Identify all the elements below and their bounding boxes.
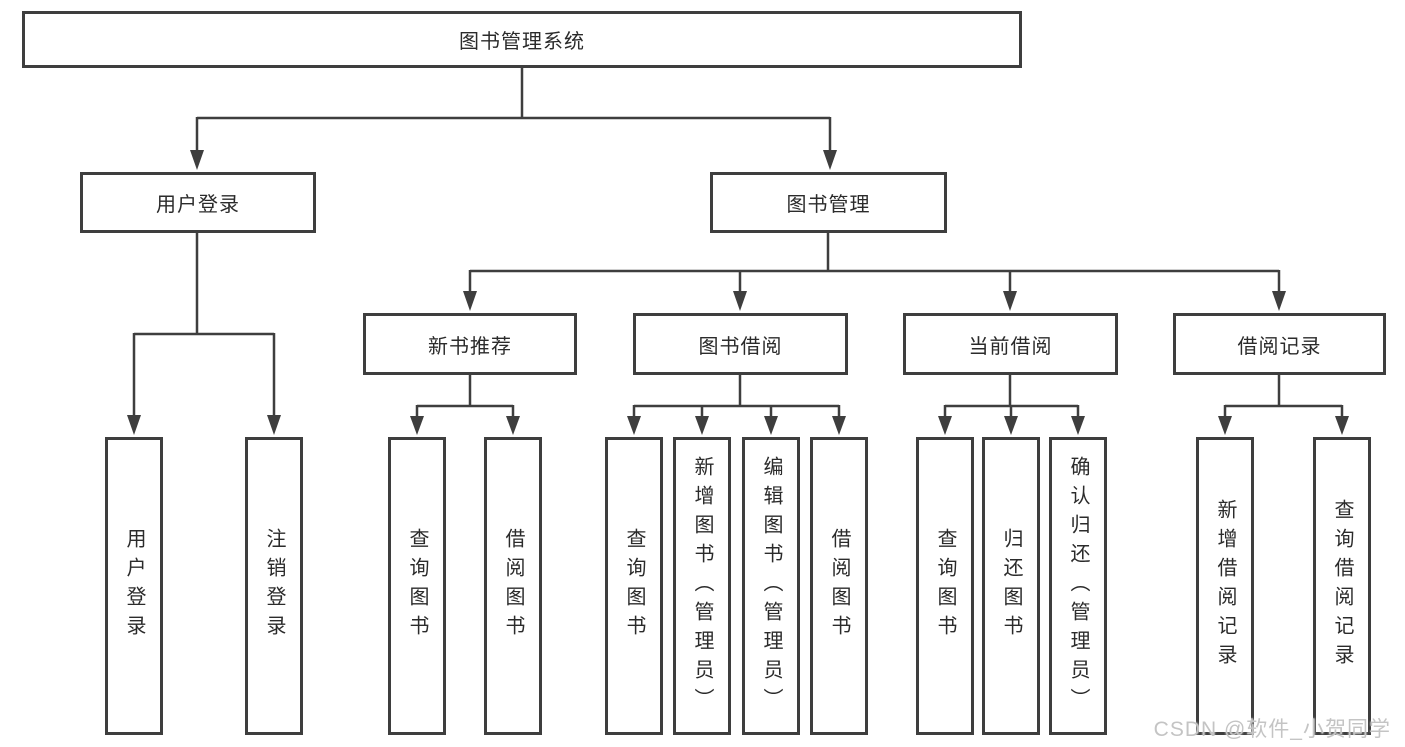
node-label: 编辑图书（管理员） [760,455,782,717]
node-book-management: 图书管理 [710,172,947,233]
node-leaf-add-books-admin: 新增图书（管理员） [673,437,731,735]
node-label: 新书推荐 [428,335,512,358]
node-borrowing-records: 借阅记录 [1173,313,1386,375]
node-label: 当前借阅 [968,335,1053,358]
node-leaf-recommend-borrow-books: 借阅图书 [484,437,542,735]
node-leaf-user-login: 用户登录 [105,437,163,735]
node-leaf-recommend-query-books: 查询图书 [388,437,446,735]
node-library-management-system: 图书管理系统 [22,11,1022,68]
node-leaf-confirm-return-admin: 确认归还（管理员） [1049,437,1107,735]
node-label: 借阅记录 [1237,335,1322,358]
node-label: 查询图书 [623,528,645,644]
node-leaf-return-books: 归还图书 [982,437,1040,735]
node-leaf-query-borrow-record: 查询借阅记录 [1313,437,1371,735]
csdn-watermark: CSDN @软件_小贺同学 [1153,718,1391,741]
node-label: 查询图书 [934,528,956,644]
node-new-book-recommend: 新书推荐 [363,313,577,375]
node-label: 新增图书（管理员） [691,455,713,717]
node-label: 新增借阅记录 [1214,499,1236,673]
node-leaf-edit-books-admin: 编辑图书（管理员） [742,437,800,735]
node-leaf-current-query-books: 查询图书 [916,437,974,735]
node-leaf-borrowing-query-books: 查询图书 [605,437,663,735]
node-label: 图书管理系统 [459,31,585,53]
node-current-borrowing: 当前借阅 [903,313,1118,375]
node-leaf-add-borrow-record: 新增借阅记录 [1196,437,1254,735]
node-label: 查询借阅记录 [1331,499,1353,673]
node-label: 确认归还（管理员） [1067,455,1089,717]
node-label: 用户登录 [156,194,240,216]
node-label: 归还图书 [1000,528,1022,644]
node-label: 查询图书 [406,528,428,644]
node-leaf-borrowing-borrow-books: 借阅图书 [810,437,868,735]
node-label: 注销登录 [263,528,285,644]
node-label: 图书管理 [786,194,871,216]
node-label: 图书借阅 [698,335,783,358]
node-label: 借阅图书 [502,528,524,644]
node-user-login: 用户登录 [80,172,316,233]
node-label: 借阅图书 [828,528,850,644]
node-book-borrowing: 图书借阅 [633,313,848,375]
node-label: 用户登录 [123,528,145,644]
node-leaf-logout: 注销登录 [245,437,303,735]
